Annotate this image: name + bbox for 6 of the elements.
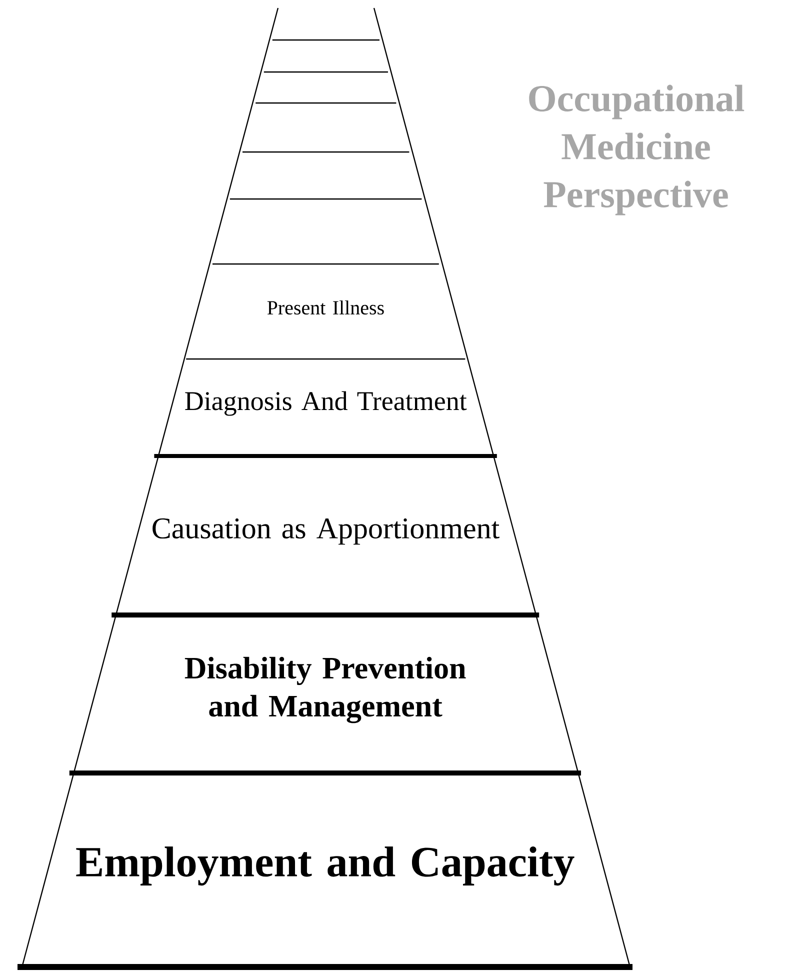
ladder-rung-band: Causation as Apportionment <box>112 518 540 618</box>
ladder-rung-band: Employment and Capacity <box>18 846 632 970</box>
ladder-rung-band: Disability Prevention and Management <box>69 656 581 776</box>
ladder-rung-band: Present Illness <box>186 300 466 360</box>
ladder-rung-band: Diagnosis And Treatment <box>154 391 497 458</box>
title: Occupational Medicine Perspective <box>529 84 744 216</box>
